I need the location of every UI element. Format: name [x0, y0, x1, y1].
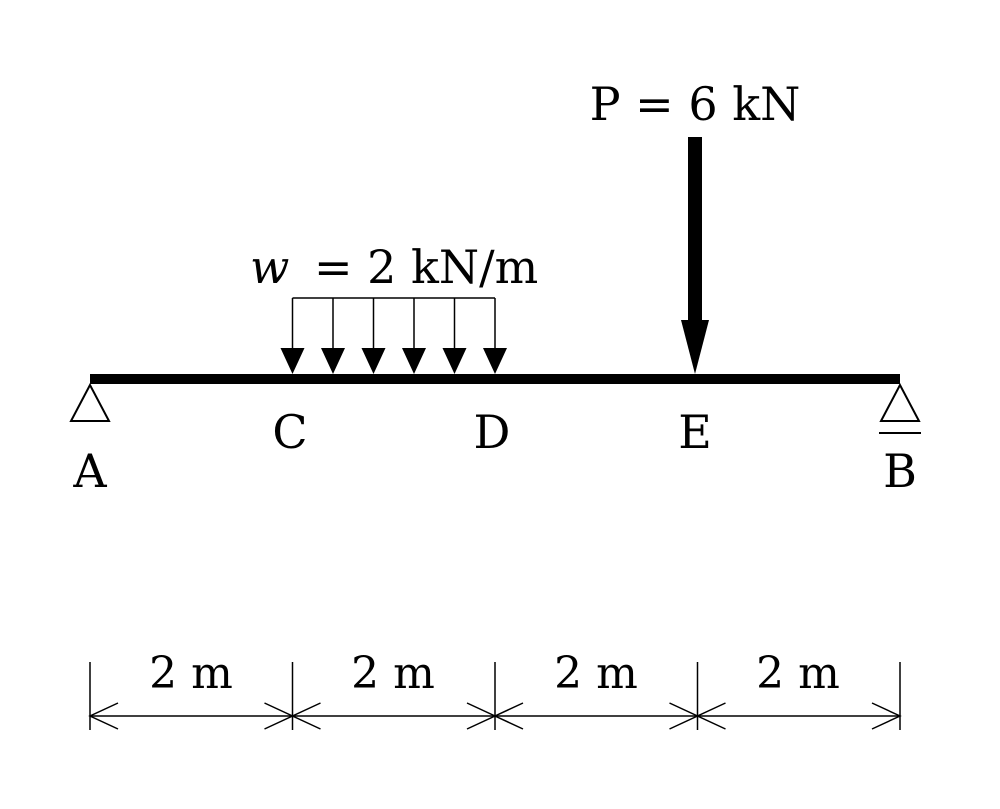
dimension-label-de: 2 m	[554, 648, 638, 699]
dimension-lines	[88, 662, 902, 730]
point-load-label: P = 6 kN	[590, 77, 801, 131]
roller-support-triangle	[879, 382, 921, 422]
point-load	[681, 137, 709, 374]
distributed-load-symbol: w	[250, 240, 289, 294]
distributed-load-label: w = 2 kN/m	[250, 240, 538, 294]
point-load-shaft	[688, 137, 702, 323]
point-label-a: A	[72, 444, 107, 498]
point-label-b: B	[883, 444, 917, 498]
point-label-e: E	[678, 405, 712, 459]
dimension-arrowhead-left	[290, 702, 321, 730]
distributed-load	[280, 297, 507, 374]
dimension-arrowhead-left	[88, 702, 119, 730]
pin-support-triangle	[69, 382, 111, 422]
dimension-arrowhead-left	[493, 702, 524, 730]
distributed-load-arrowhead	[483, 348, 507, 374]
distributed-load-arrowhead	[321, 348, 345, 374]
dimension-label-ac: 2 m	[149, 648, 233, 699]
point-label-c: C	[272, 405, 307, 459]
distributed-load-arrowhead	[402, 348, 426, 374]
roller-support-b	[879, 382, 921, 434]
distributed-load-value: = 2 kN/m	[314, 240, 538, 294]
pin-support-a	[69, 382, 111, 422]
dimension-arrowhead-left	[695, 702, 726, 730]
dimension-label-eb: 2 m	[756, 648, 840, 699]
dimension-arrowhead-right	[871, 702, 902, 730]
point-label-d: D	[474, 405, 511, 459]
distributed-load-arrowhead	[280, 348, 305, 374]
point-load-arrowhead	[681, 320, 709, 374]
distributed-load-arrowhead	[361, 348, 386, 374]
distributed-load-arrowhead	[442, 348, 467, 374]
dimension-label-cd: 2 m	[351, 648, 435, 699]
